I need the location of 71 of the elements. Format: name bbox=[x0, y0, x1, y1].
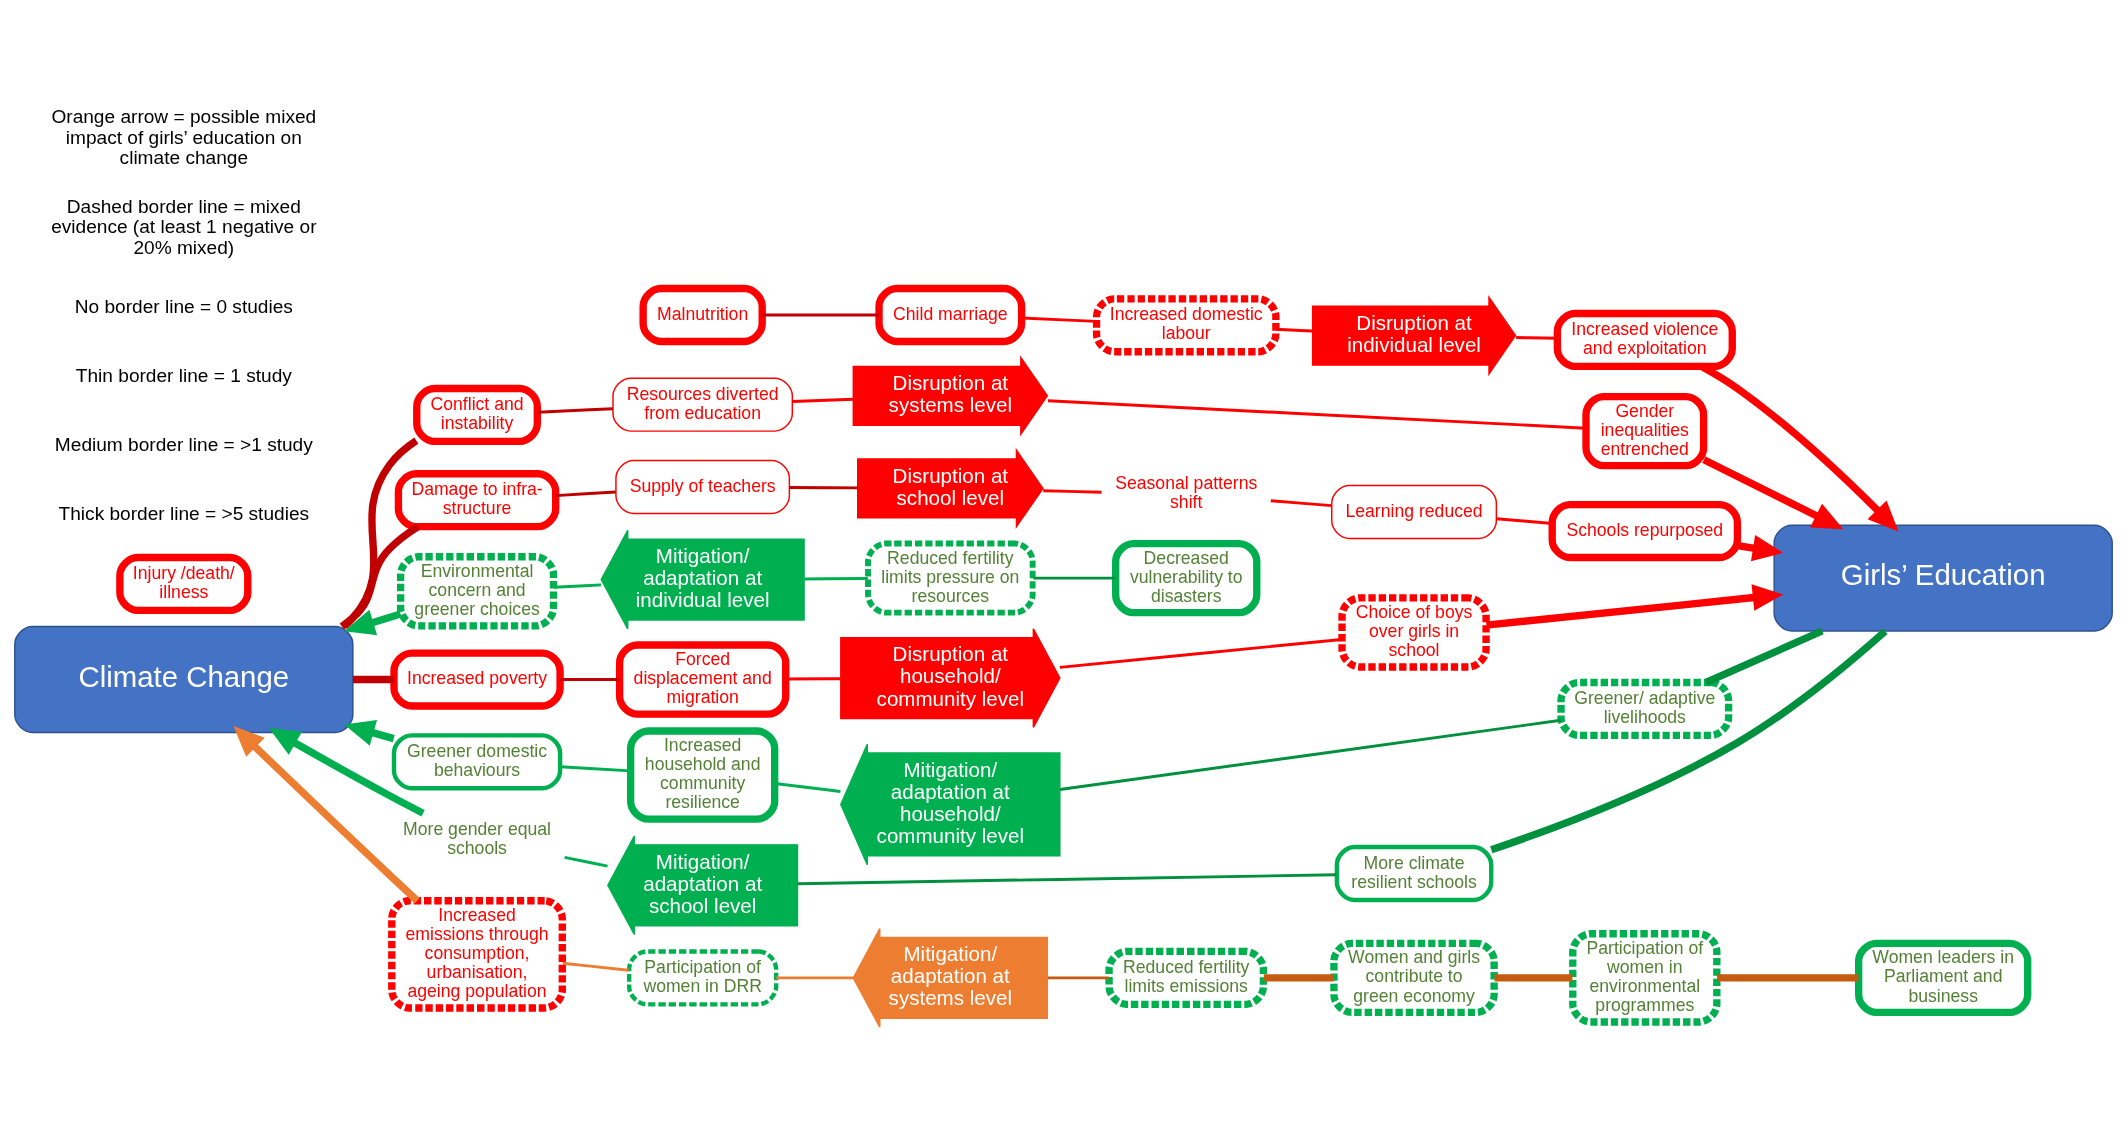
connector bbox=[1490, 628, 1888, 854]
label: Thick border line = >5 studies bbox=[58, 502, 310, 524]
label: Dashed border line = mixed evidence (at least 1 negative or 20% mixed) bbox=[51, 195, 317, 258]
node-box: Damage to infra- structure bbox=[394, 470, 560, 531]
node-box: Participation of women in DRR bbox=[626, 949, 779, 1007]
node-box: Women and girls contribute to green economy bbox=[1330, 939, 1498, 1017]
node-box: Greener/ adaptive livelihoods bbox=[1557, 678, 1733, 740]
node-box: Participation of women in environmental programmes bbox=[1569, 930, 1721, 1026]
connector bbox=[537, 407, 613, 414]
node-text: Seasonal patterns shift bbox=[1115, 473, 1258, 513]
connector bbox=[789, 486, 858, 490]
arrow bbox=[233, 726, 420, 904]
arrow bbox=[344, 609, 402, 636]
node-box: More climate resilient schools bbox=[1334, 844, 1494, 903]
label: No border line = 0 studies bbox=[74, 295, 293, 317]
label: Medium border line = >1 study bbox=[54, 433, 313, 455]
connector bbox=[762, 313, 879, 317]
node-box: Increased domestic labour bbox=[1092, 295, 1280, 356]
node-box: Climate Change bbox=[14, 625, 354, 734]
node-box: Increased poverty bbox=[390, 649, 564, 710]
connector bbox=[776, 976, 854, 980]
node-box: Women leaders in Parliament and business bbox=[1855, 939, 2032, 1017]
label: Thin border line = 1 study bbox=[75, 364, 292, 386]
node-box: Learning reduced bbox=[1331, 484, 1498, 540]
connector bbox=[1047, 399, 1586, 430]
node-box: Gender inequalities entrenched bbox=[1582, 392, 1708, 470]
connector bbox=[1516, 336, 1557, 340]
arrow bbox=[1702, 456, 1844, 530]
connector bbox=[1704, 627, 1824, 686]
connector bbox=[560, 678, 620, 681]
node-box: Increased household and community resilience bbox=[626, 727, 779, 823]
node-box: Environmental concern and greener choices bbox=[396, 553, 558, 630]
arrow bbox=[1737, 534, 1784, 562]
node-box: Resources diverted from education bbox=[612, 377, 794, 432]
connector bbox=[564, 855, 608, 868]
node-box: Choice of boys over girls in school bbox=[1338, 594, 1490, 671]
connector bbox=[804, 577, 868, 581]
connector bbox=[339, 523, 420, 630]
node-box: Decreased vulnerability to disasters bbox=[1112, 539, 1261, 617]
connector bbox=[1043, 489, 1102, 494]
node-box: Girls’ Education bbox=[1773, 524, 2113, 632]
node-box: Supply of teachers bbox=[615, 459, 791, 515]
connector bbox=[1270, 499, 1332, 508]
connector bbox=[797, 873, 1337, 886]
node-box: Schools repurposed bbox=[1548, 500, 1742, 562]
connector bbox=[1047, 976, 1109, 980]
connector bbox=[1059, 638, 1342, 669]
node-box: Conflict and instability bbox=[413, 384, 541, 446]
node-box: Increased violence and exploitation bbox=[1553, 309, 1736, 371]
connector bbox=[792, 397, 854, 403]
connector bbox=[562, 961, 629, 972]
node-box: Greener domestic behaviours bbox=[391, 733, 563, 791]
node-text: More gender equal schools bbox=[403, 818, 552, 858]
node-box: Increased emissions through consumption, urbanisation, ageing population bbox=[388, 897, 566, 1012]
node-box: Reduced fertility limits emissions bbox=[1105, 947, 1268, 1008]
connector bbox=[1059, 718, 1562, 791]
connector bbox=[1033, 576, 1116, 580]
arrow bbox=[268, 728, 425, 817]
connector bbox=[553, 583, 602, 589]
connector bbox=[341, 437, 419, 630]
node-box: Forced displacement and migration bbox=[615, 641, 790, 718]
label: Orange arrow = possible mixed impact of girls’ education on climate change bbox=[51, 106, 317, 169]
connector bbox=[555, 490, 616, 498]
arrow bbox=[1486, 584, 1784, 629]
node-box: Reduced fertility limits pressure on resources bbox=[865, 540, 1036, 616]
node-box: Child marriage bbox=[875, 284, 1026, 346]
connector bbox=[1275, 327, 1313, 333]
arrow bbox=[344, 720, 395, 746]
connector bbox=[786, 677, 841, 681]
node-box: Malnutrition bbox=[639, 284, 766, 346]
node-box: Injury /death/ illness bbox=[116, 553, 252, 615]
